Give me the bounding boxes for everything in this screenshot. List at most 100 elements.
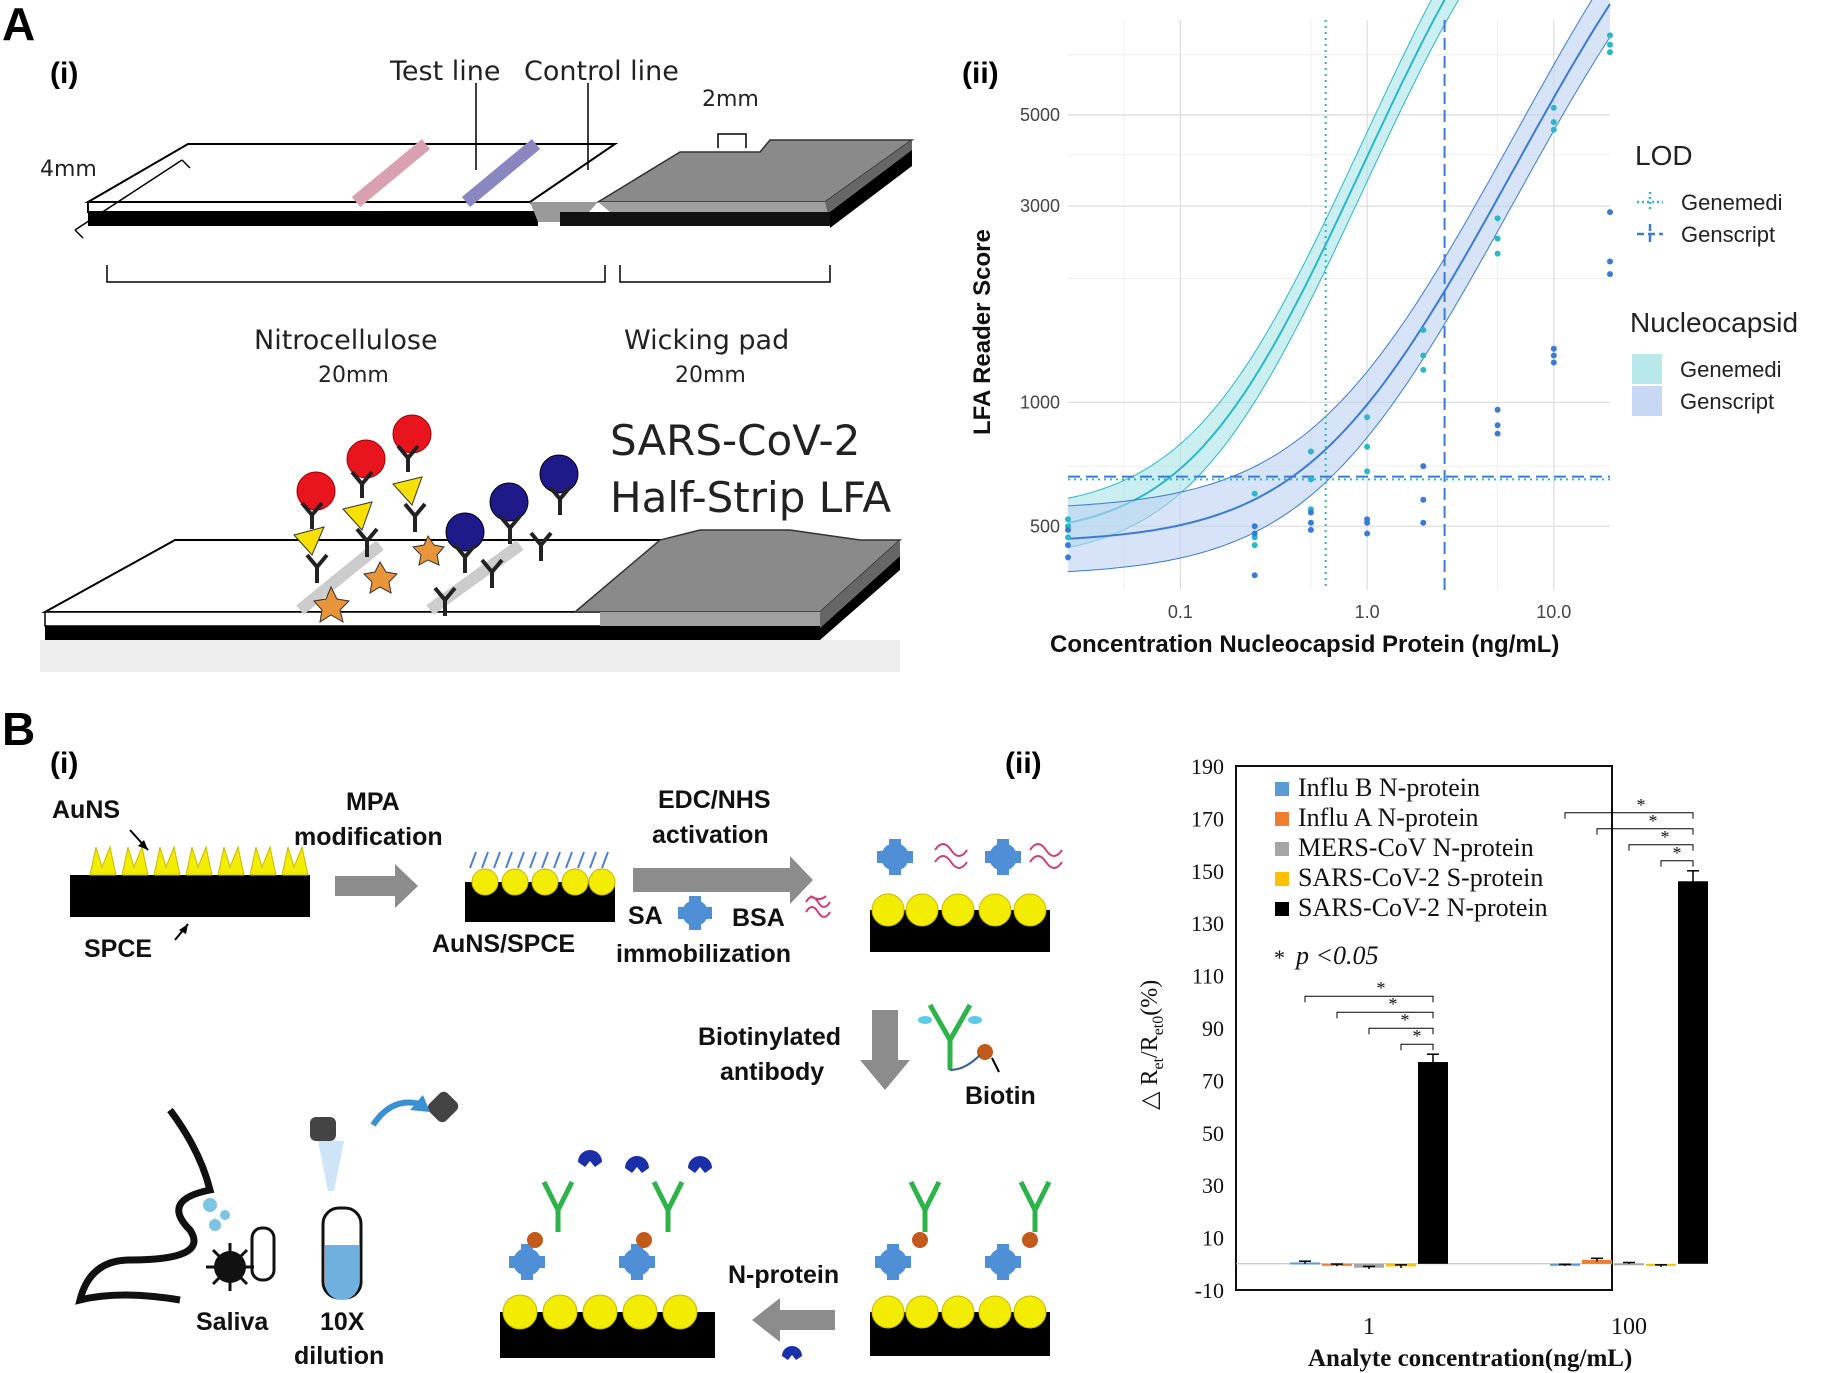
- wicking-pad-length: 20mm: [675, 363, 746, 388]
- mpa-label: MPA: [346, 788, 400, 816]
- chart-a-ytick: 1000: [1020, 392, 1060, 412]
- chart-a-point: [1607, 41, 1613, 48]
- chart-b-legend-swatch: [1275, 782, 1289, 796]
- chart-a-point: [1607, 32, 1613, 39]
- chart-b-ytick: 130: [1191, 911, 1224, 936]
- pad-width-label: 2mm: [702, 87, 759, 112]
- chart-a-point: [1607, 271, 1613, 278]
- chart-b-ytick: 50: [1202, 1121, 1224, 1146]
- significance-star: *: [1661, 827, 1670, 847]
- significance-bracket: [1660, 860, 1694, 867]
- significance-star: *: [1401, 1010, 1410, 1030]
- chart-a-point: [1494, 215, 1501, 222]
- chart-b-category-label: 100: [1611, 1314, 1647, 1340]
- significance-star: *: [1413, 1026, 1422, 1046]
- chart-a-ytick: 5000: [1020, 105, 1060, 125]
- chart-a-point: [1307, 448, 1314, 455]
- significance-star: *: [1377, 978, 1386, 998]
- test-line-label: Test line: [389, 56, 500, 87]
- edc-nhs-label: EDC/NHS: [658, 786, 771, 814]
- saliva-label: Saliva: [196, 1308, 269, 1336]
- lfa-reader-score-chart: 0.1 1.0 10.0 500 1000 3000 5000: [1020, 0, 1613, 622]
- chart-a-point: [1364, 468, 1371, 475]
- chart-a-point: [1420, 496, 1427, 503]
- chart-b-bar: [1418, 1062, 1448, 1264]
- legend-nc-genscript: Genscript: [1680, 389, 1774, 414]
- chart-a-ytick: 500: [1030, 516, 1060, 536]
- chart-b-ytick: 90: [1202, 1016, 1224, 1041]
- chart-a-point: [1065, 554, 1071, 561]
- electrode-schematic: [70, 829, 1063, 1360]
- chart-a-point: [1494, 422, 1501, 429]
- chart-a-point: [1420, 519, 1427, 526]
- legend-nucleocapsid-title: Nucleocapsid: [1630, 307, 1798, 338]
- chart-a-point: [1251, 523, 1258, 530]
- chart-a-legend: LOD Genemedi Genscript Nucleocapsid Gene…: [1630, 140, 1798, 416]
- chart-a-point: [1550, 104, 1557, 111]
- chart-b-ylabel: △ Ret/Ret0(%): [1137, 980, 1167, 1110]
- chart-a-point: [1251, 530, 1258, 537]
- sa-label: SA: [628, 902, 663, 930]
- chart-b-ytick: 190: [1191, 754, 1224, 779]
- dilution-factor-label: 10X: [320, 1308, 365, 1336]
- panel-b-i-label: (i): [50, 747, 78, 780]
- pvalue-text: p <0.05: [1294, 941, 1379, 970]
- nanoparticle-blue: [489, 482, 529, 522]
- significance-bracket: [1400, 1043, 1434, 1051]
- wicking-pad-label: Wicking pad: [624, 325, 789, 356]
- bsa-label: BSA: [732, 904, 785, 932]
- chart-b-legend-item: SARS-CoV-2 N-protein: [1298, 893, 1548, 922]
- chart-a-point: [1364, 530, 1371, 537]
- chart-a-point: [1251, 490, 1258, 497]
- chart-a-xtick: 10.0: [1536, 602, 1571, 622]
- chart-a-fit-line: [1067, 0, 1446, 524]
- activation-label: activation: [652, 821, 769, 849]
- chart-b-bar: [1614, 1263, 1644, 1266]
- chart-a-point: [1494, 250, 1501, 257]
- antibody-label: antibody: [720, 1058, 824, 1086]
- chart-b-bar: [1582, 1259, 1612, 1264]
- chart-a-band-edge: [1067, 36, 1611, 573]
- legend-lod-genscript: Genscript: [1681, 222, 1775, 247]
- chart-a-point: [1550, 352, 1557, 359]
- chart-a-xlabel: Concentration Nucleocapsid Protein (ng/m…: [1050, 631, 1559, 658]
- auns-spce-label: AuNS/SPCE: [432, 930, 575, 958]
- chart-a-point: [1251, 572, 1258, 579]
- lfa-strip-top: [74, 83, 915, 283]
- chart-a-ytick: 3000: [1020, 196, 1060, 216]
- significance-bracket: [1368, 1027, 1434, 1035]
- significance-bracket: [1336, 1011, 1434, 1019]
- chart-a-point: [1307, 519, 1314, 526]
- nitrocellulose-length: 20mm: [318, 363, 389, 388]
- n-protein-label: N-protein: [728, 1261, 839, 1289]
- chart-b-ytick: 10: [1202, 1226, 1224, 1251]
- chart-b-legend-item: SARS-CoV-2 S-protein: [1298, 863, 1543, 892]
- chart-a-point: [1420, 326, 1427, 333]
- chart-a-confidence-band: [1068, 0, 1610, 572]
- panel-a-ii-label: (ii): [962, 57, 999, 90]
- chart-a-point: [1307, 476, 1314, 483]
- chart-a-point: [1550, 126, 1557, 133]
- chart-a-point: [1251, 542, 1258, 549]
- chart-a-xtick: 0.1: [1168, 602, 1193, 622]
- chart-b-ytick: 110: [1192, 964, 1224, 989]
- virus-icon: [206, 1243, 254, 1291]
- significance-bracket: [1564, 812, 1694, 819]
- chart-a-point: [1364, 443, 1371, 450]
- legend-lod-title: LOD: [1635, 140, 1693, 171]
- lfa-title-line2: Half-Strip LFA: [610, 473, 891, 522]
- chart-a-xtick: 1.0: [1355, 602, 1380, 622]
- chart-a-point: [1307, 509, 1314, 516]
- chart-a-point: [1420, 463, 1427, 470]
- chart-a-point: [1364, 414, 1371, 421]
- chart-b-legend-swatch: [1275, 842, 1289, 856]
- strip-width-label: 4mm: [40, 157, 97, 182]
- chart-a-point: [1494, 235, 1501, 242]
- chart-a-band-edge: [1067, 0, 1432, 499]
- panel-a-i-label: (i): [50, 57, 78, 90]
- chart-a-point: [1065, 526, 1071, 533]
- chart-a-point: [1364, 516, 1371, 523]
- half-strip-illustration: [40, 414, 902, 672]
